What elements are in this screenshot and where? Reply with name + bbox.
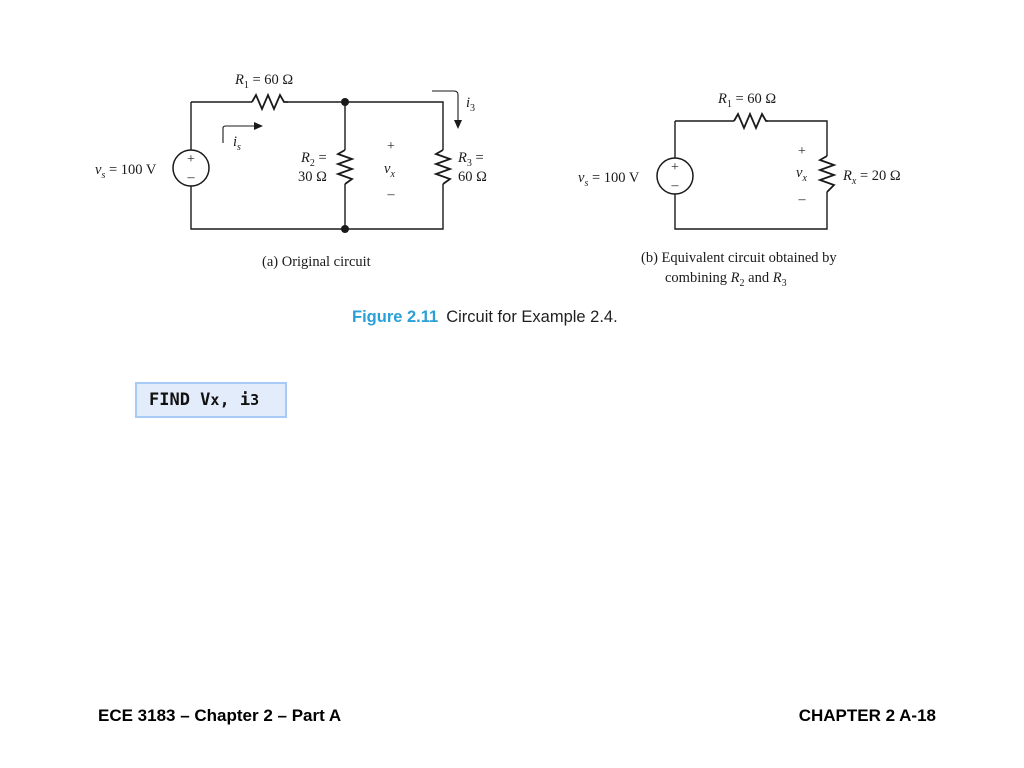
i3-arrowhead — [454, 120, 462, 129]
is-label: is — [233, 134, 241, 153]
figure-number: Figure 2.11 — [352, 308, 439, 326]
footer-page: CHAPTER 2 A-18 — [798, 706, 936, 725]
vs-b-label: vs = 100 V — [578, 170, 640, 189]
node-bottom — [341, 225, 349, 233]
footer-course: ECE 3183 – Chapter 2 – Part A — [98, 706, 342, 725]
wire-top-mid — [288, 101, 444, 150]
original-circuit: + – R1 = 60 Ω vs = 100 V is i3 R2 = 30 Ω… — [95, 72, 487, 270]
r1-label: R1 = 60 Ω — [234, 72, 293, 91]
source-plus: + — [187, 152, 195, 167]
rx-label: Rx = 20 Ω — [842, 168, 901, 187]
figure-title: Circuit for Example 2.4. — [446, 308, 618, 326]
caption-a: (a) Original circuit — [262, 254, 371, 270]
source-b-minus: – — [671, 178, 680, 193]
resistor-rx — [817, 155, 837, 193]
vx-label: vx — [384, 161, 395, 180]
r3-label: R3 = — [457, 150, 484, 169]
wire-b-top-right — [768, 120, 828, 156]
figure-2-11-circuits: + – R1 = 60 Ω vs = 100 V is i3 R2 = 30 Ω… — [95, 72, 901, 289]
wire-left-bottom — [190, 184, 444, 230]
resistor-r2 — [335, 149, 355, 185]
resistor-r3 — [433, 149, 453, 185]
vx-minus: – — [387, 187, 396, 202]
voltage-source-icon — [172, 149, 210, 187]
source-b-plus: + — [671, 160, 679, 175]
r1-b-label: R1 = 60 Ω — [717, 91, 776, 110]
r2-value: 30 Ω — [298, 169, 327, 185]
resistor-r1 — [251, 92, 288, 112]
find-separator: , i — [219, 390, 251, 410]
is-arrowhead — [254, 122, 263, 130]
is-arrow-icon — [222, 125, 256, 143]
resistor-r1-b — [733, 111, 768, 131]
node-top — [341, 98, 349, 106]
vx-b-plus: + — [798, 144, 806, 159]
caption-b-line2: combining R2 and R3 — [665, 270, 787, 289]
find-vx-sub: x — [210, 391, 220, 409]
figure-caption: Figure 2.11 Circuit for Example 2.4. — [352, 308, 618, 327]
i3-arrow-icon — [432, 90, 459, 122]
voltage-source-b-icon — [656, 157, 694, 195]
caption-b-line1: (b) Equivalent circuit obtained by — [641, 250, 837, 266]
vx-b-minus: – — [798, 192, 807, 207]
vx-plus: + — [387, 139, 395, 154]
equivalent-circuit: + – R1 = 60 Ω vs = 100 V + vx – Rx = 20 … — [578, 91, 901, 289]
i3-label: i3 — [466, 95, 475, 114]
vs-label: vs = 100 V — [95, 162, 157, 181]
r2-label: R2 = — [300, 150, 327, 169]
source-minus: – — [187, 170, 196, 185]
find-i3-sub: 3 — [250, 391, 260, 409]
wire-b-bottom — [674, 192, 828, 230]
r3-value: 60 Ω — [458, 169, 487, 185]
find-text: FIND V — [149, 390, 211, 410]
vx-b-label: vx — [796, 165, 807, 184]
